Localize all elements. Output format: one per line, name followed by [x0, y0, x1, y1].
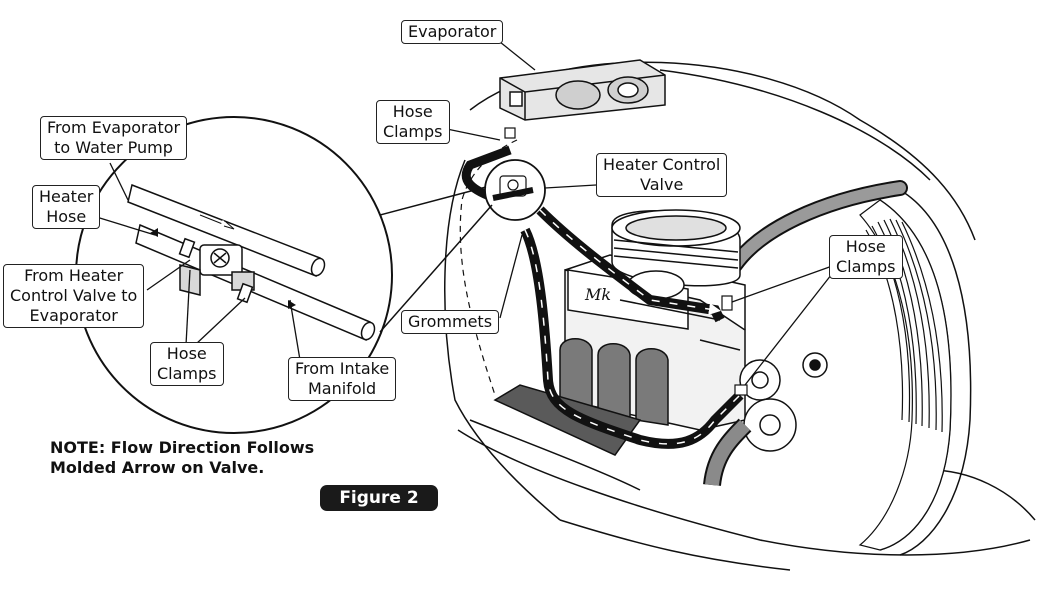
from-intake-line1: From Intake: [295, 359, 390, 378]
label-from-heater-valve: From Heater Control Valve to Evaporator: [3, 264, 145, 328]
intake-runners: [559, 338, 669, 426]
label-hose-clamps-inset: Hose Clamps: [150, 342, 224, 386]
label-evaporator: Evaporator: [401, 20, 504, 44]
figure-label: Figure 2: [320, 485, 438, 511]
heater-hose-line2: Hose: [46, 207, 87, 226]
from-evaporator-line1: From Evaporator: [47, 118, 181, 137]
label-heater-hose: Heater Hose: [32, 185, 101, 229]
evaporator-unit: [499, 59, 666, 121]
label-from-evaporator: From Evaporator to Water Pump: [40, 116, 188, 160]
hose-clamps-top-line1: Hose: [392, 102, 433, 121]
engine-logo: Mk: [584, 285, 611, 304]
label-hose-clamps-right: Hose Clamps: [829, 235, 903, 279]
from-heater-valve-line3: Evaporator: [29, 306, 118, 325]
hose-clamps-inset-line1: Hose: [166, 344, 207, 363]
label-from-intake: From Intake Manifold: [288, 357, 397, 401]
from-evaporator-line2: to Water Pump: [54, 138, 173, 157]
note-line2: Molded Arrow on Valve.: [50, 458, 265, 477]
hose-clamps-engine: [504, 127, 748, 396]
hose-clamps-right-line2: Clamps: [836, 257, 896, 276]
label-hose-clamps-top: Hose Clamps: [376, 100, 450, 144]
air-cleaner: [611, 209, 741, 300]
valve-small: [492, 175, 534, 201]
label-grommets: Grommets: [401, 310, 500, 334]
from-heater-valve-line2: Control Valve to: [10, 286, 138, 305]
from-intake-line2: Manifold: [307, 379, 377, 398]
car-body-outline: [444, 61, 1036, 571]
hose-clamps-top-line2: Clamps: [383, 122, 443, 141]
hose-clamps-inset-line2: Clamps: [157, 364, 217, 383]
leader-lines: [89, 41, 836, 386]
heater-hoses: [459, 139, 744, 449]
heater-hose-line1: Heater: [39, 187, 94, 206]
heater-control-valve-line1: Heater Control: [603, 155, 721, 174]
heater-control-valve-line2: Valve: [640, 175, 684, 194]
fender-panel: [858, 199, 952, 551]
from-heater-valve-line1: From Heater: [24, 266, 124, 285]
hose-clamps-right-line1: Hose: [845, 237, 886, 256]
label-heater-control-valve: Heater Control Valve: [596, 153, 728, 197]
flow-direction-note: NOTE: Flow Direction Follows Molded Arro…: [50, 438, 314, 478]
valve-cover: [493, 384, 642, 456]
note-line1: NOTE: Flow Direction Follows: [50, 438, 315, 457]
